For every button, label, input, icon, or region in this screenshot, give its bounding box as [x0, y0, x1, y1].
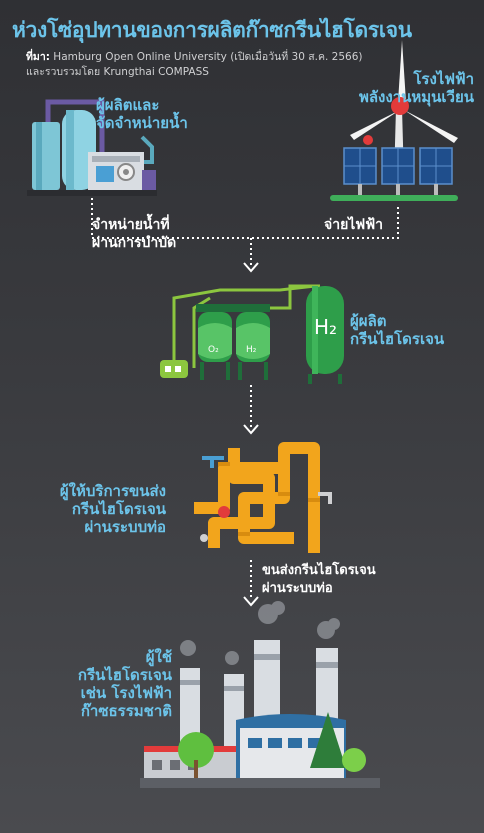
source-note: ที่มา: Hamburg Open Online University (เ… [26, 50, 362, 80]
electricity-flow-label: จ่ายไฟฟ้า [324, 216, 383, 234]
source-line2: และรวบรวมโดย Krungthai COMPASS [26, 66, 209, 78]
electricity-line1: จ่ายไฟฟ้า [324, 217, 383, 233]
renewable-plant-icon [330, 40, 458, 201]
treated-water-line1: จำหน่ายน้ำที่ [92, 217, 170, 233]
water-producer-line1: ผู้ผลิตและ [96, 96, 160, 114]
renewable-plant-line2: พลังงานหมุนเวียน [358, 88, 474, 106]
pipeline-provider-line3: ผ่านระบบท่อ [84, 518, 166, 536]
power-plant-icon [140, 601, 380, 788]
end-user-label: ผู้ใช้ กรีนไฮโดรเจน เช่น โรงไฟฟ้า ก๊าซธร… [78, 648, 172, 720]
hydrogen-producer-label: ผู้ผลิต กรีนไฮโดรเจน [350, 312, 444, 348]
tank-label-h2-large: H₂ [314, 315, 337, 339]
arrow-head-2 [243, 424, 259, 435]
pipeline-provider-label: ผู้ให้บริการขนส่ง กรีนไฮโดรเจน ผ่านระบบท… [60, 482, 166, 536]
end-user-line2: กรีนไฮโดรเจน [77, 666, 172, 684]
tank-label-o2: O₂ [208, 345, 219, 355]
source-prefix: ที่มา: [26, 51, 50, 63]
renewable-plant-label: โรงไฟฟ้า พลังงานหมุนเวียน [359, 70, 474, 106]
treated-water-flow-label: จำหน่ายน้ำที่ ผ่านการบำบัด [92, 216, 176, 252]
end-user-line1: ผู้ใช้ [145, 648, 172, 666]
tank-label-h2-small: H₂ [246, 345, 257, 355]
pipeline-provider-line2: กรีนไฮโดรเจน [71, 500, 166, 518]
pipeline-transport-line1: ขนส่งกรีนไฮโดรเจน [262, 563, 376, 578]
hydrogen-producer-line1: ผู้ผลิต [350, 312, 387, 330]
pipeline-transport-flow-label: ขนส่งกรีนไฮโดรเจน ผ่านระบบท่อ [262, 562, 376, 598]
water-producer-label: ผู้ผลิตและ จัดจำหน่ายน้ำ [96, 96, 188, 132]
electrolyzer-icon: O₂ H₂ H₂ [160, 284, 344, 384]
arrow-head-1 [243, 262, 259, 273]
page-title: ห่วงโซ่อุปทานของการผลิตก๊าซกรีนไฮโดรเจน [12, 18, 412, 42]
end-user-line3: เช่น โรงไฟฟ้า [80, 684, 172, 702]
water-producer-line2: จัดจำหน่ายน้ำ [96, 114, 188, 132]
renewable-plant-line1: โรงไฟฟ้า [413, 70, 474, 88]
arrow-head-3 [243, 596, 259, 607]
pipeline-icon [194, 442, 332, 553]
connector-top [91, 198, 399, 239]
end-user-line4: ก๊าซธรรมชาติ [80, 702, 172, 720]
pipeline-provider-line1: ผู้ให้บริการขนส่ง [59, 482, 166, 500]
source-line1: Hamburg Open Online University (เปิดเมื่… [53, 51, 363, 63]
pipeline-transport-line2: ผ่านระบบท่อ [262, 581, 333, 596]
treated-water-line2: ผ่านการบำบัด [92, 235, 177, 251]
water-plant-icon [27, 99, 157, 196]
hydrogen-producer-line2: กรีนไฮโดรเจน [350, 330, 445, 348]
